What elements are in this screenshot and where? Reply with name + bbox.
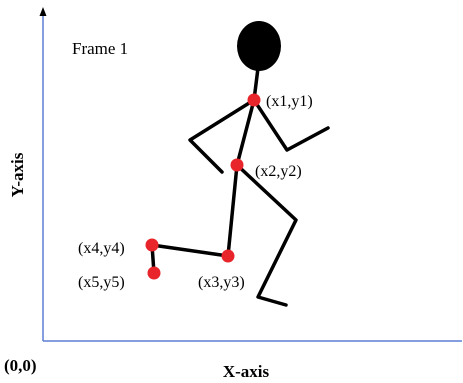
back-shin-line (150, 243, 230, 258)
left-arm-line (188, 98, 256, 174)
joint-1-label: (x1,y1) (266, 93, 313, 110)
stick-figure (150, 66, 330, 307)
joint-4-marker (145, 238, 159, 252)
joint-1-marker (247, 93, 261, 107)
joints (145, 93, 261, 280)
joint-5-marker (147, 266, 161, 280)
joint-3-label: (x3,y3) (198, 274, 245, 291)
y-axis-label: Y-axis (8, 152, 27, 197)
front-leg-line (235, 163, 298, 307)
joint-2-label: (x2,y2) (255, 163, 302, 180)
torso-line (235, 98, 256, 167)
joint-3-marker (221, 249, 235, 263)
joint-4-label: (x4,y4) (78, 240, 125, 257)
x-axis-label: X-axis (223, 362, 270, 381)
joint-2-marker (230, 158, 244, 172)
joint-5-label: (x5,y5) (78, 274, 125, 291)
head-shape (237, 21, 281, 71)
y-axis-arrowhead (39, 7, 47, 16)
back-thigh-line (226, 163, 239, 258)
origin-label: (0,0) (4, 356, 37, 375)
frame-label: Frame 1 (72, 39, 128, 58)
right-arm-line (252, 98, 330, 152)
